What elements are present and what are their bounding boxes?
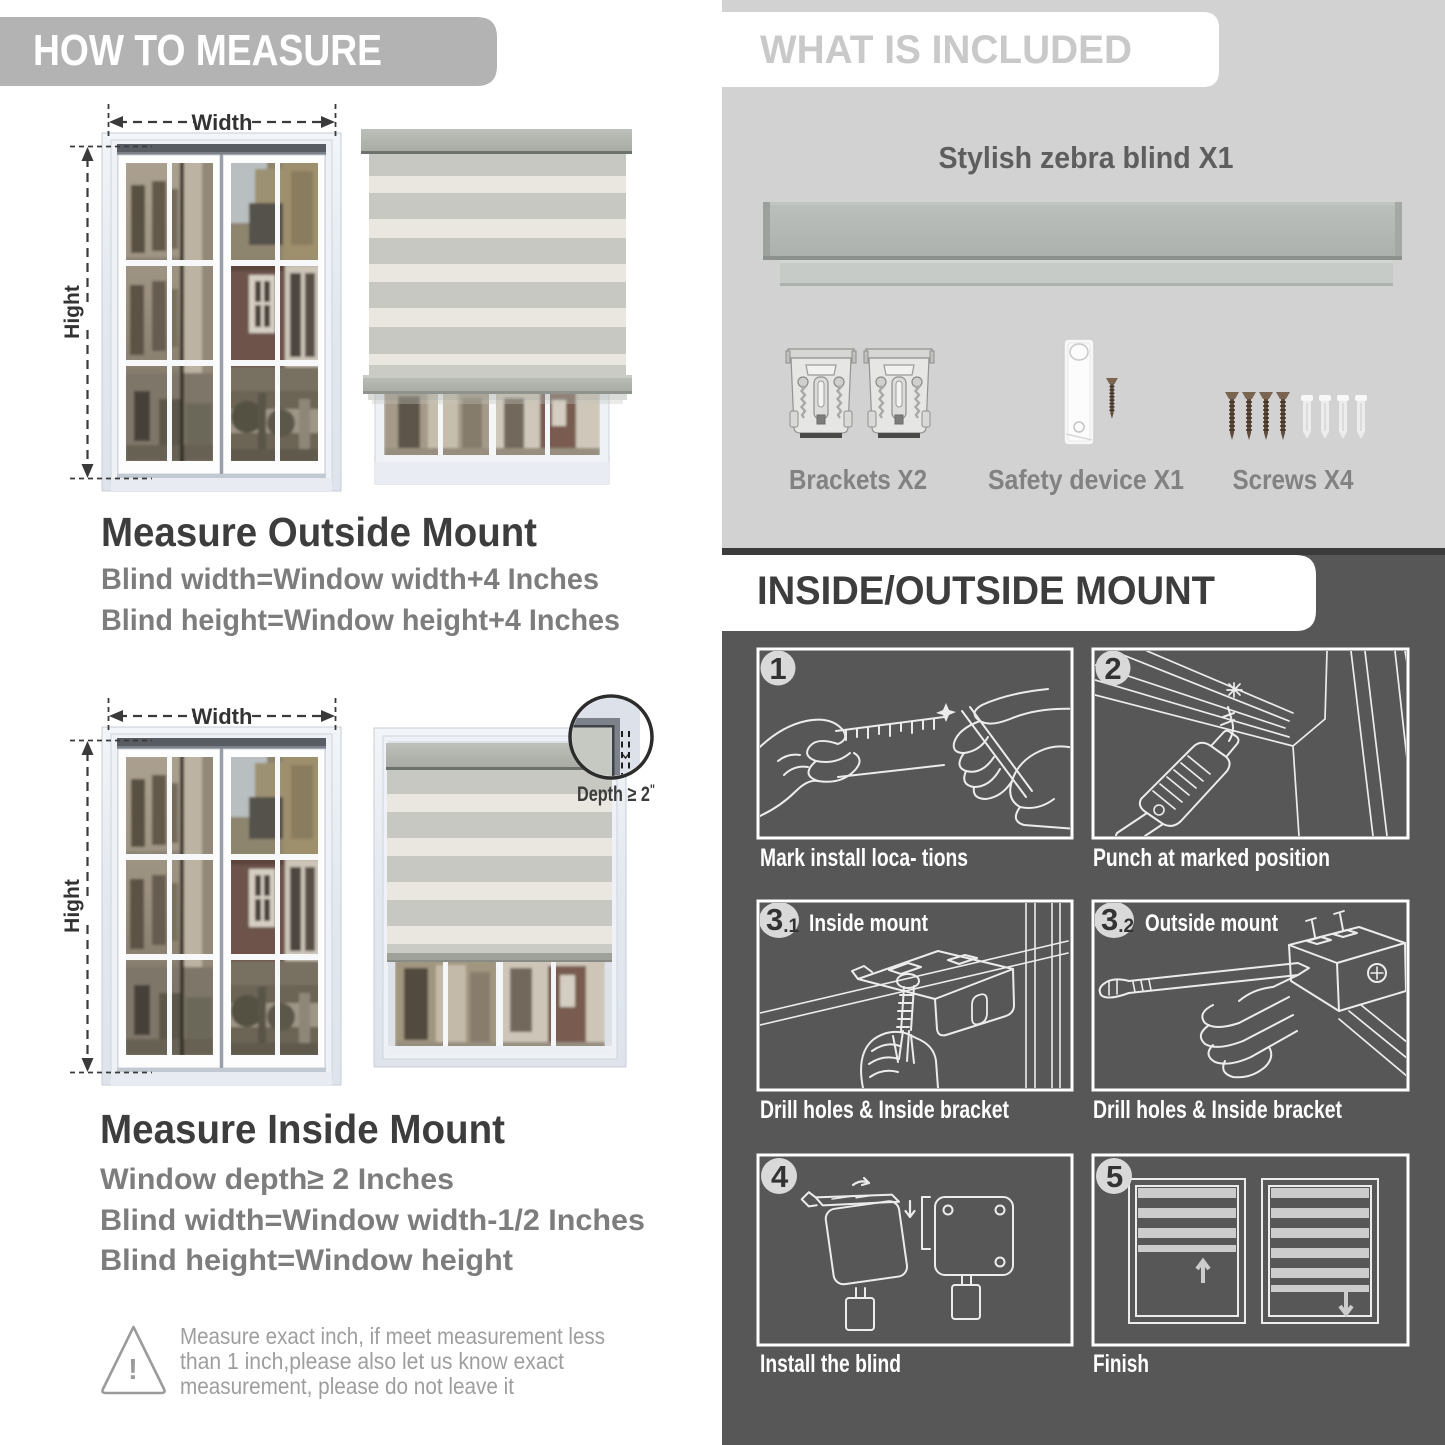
svg-text:1: 1	[769, 651, 786, 686]
svg-text:4: 4	[771, 1159, 789, 1194]
svg-text:Window depth≥ 2 Inches: Window depth≥ 2 Inches	[100, 1163, 454, 1196]
svg-text:Hight: Hight	[61, 285, 84, 339]
svg-text:HOW TO MEASURE: HOW TO MEASURE	[33, 26, 382, 75]
svg-text:INSIDE/OUTSIDE MOUNT: INSIDE/OUTSIDE MOUNT	[757, 569, 1215, 613]
svg-text:Measure Outside Mount: Measure Outside Mount	[101, 509, 537, 555]
svg-text:Drill holes & Inside bracket: Drill holes & Inside bracket	[760, 1096, 1010, 1124]
svg-text:Hight: Hight	[61, 879, 84, 933]
svg-text:Drill holes & Inside bracket: Drill holes & Inside bracket	[1093, 1096, 1343, 1124]
svg-text:Blind height=Window height: Blind height=Window height	[100, 1244, 513, 1277]
svg-text:Mark install loca- tions: Mark install loca- tions	[760, 844, 968, 872]
svg-text:WHAT IS INCLUDED: WHAT IS INCLUDED	[760, 28, 1132, 72]
svg-text:Blind width=Window width+4 Inc: Blind width=Window width+4 Inches	[101, 563, 599, 596]
svg-text:than 1 inch,please also let us: than 1 inch,please also let us know exac…	[180, 1348, 565, 1374]
svg-text:!: !	[128, 1354, 138, 1386]
svg-text:Stylish zebra blind X1: Stylish zebra blind X1	[939, 140, 1234, 175]
svg-text:Width: Width	[192, 704, 253, 729]
svg-text:Width: Width	[192, 110, 253, 135]
svg-text:5: 5	[1106, 1159, 1123, 1194]
svg-text:Safety device X1: Safety device X1	[988, 464, 1184, 495]
svg-text:Measure exact inch, if meet me: Measure exact inch, if meet measurement …	[180, 1323, 605, 1349]
svg-text:measurement, please do not lea: measurement, please do not leave it	[180, 1373, 515, 1399]
svg-text:Inside mount: Inside mount	[809, 910, 928, 937]
svg-text:Brackets X2: Brackets X2	[789, 464, 927, 495]
svg-text:Blind width=Window width-1/2 I: Blind width=Window width-1/2 Inches	[100, 1204, 645, 1237]
svg-text:Finish: Finish	[1093, 1350, 1149, 1378]
svg-text:Measure Inside Mount: Measure Inside Mount	[100, 1106, 505, 1152]
svg-text:Outside mount: Outside mount	[1145, 910, 1278, 937]
svg-text:Depth ≥ 2": Depth ≥ 2"	[577, 781, 655, 806]
svg-text:Install the blind: Install the blind	[760, 1350, 901, 1378]
svg-text:Screws X4: Screws X4	[1233, 464, 1354, 495]
svg-text:2: 2	[1104, 651, 1121, 686]
svg-text:Blind height=Window height+4 I: Blind height=Window height+4 Inches	[101, 604, 620, 637]
svg-text:Punch at marked position: Punch at marked position	[1093, 844, 1330, 872]
